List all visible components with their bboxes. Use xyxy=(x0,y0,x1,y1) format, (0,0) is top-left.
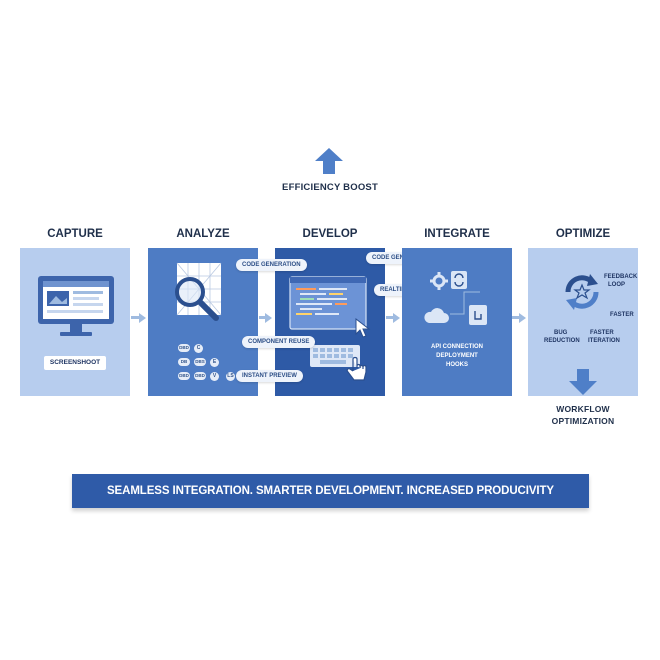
pill-component-reuse: COMPONENT REUSE xyxy=(242,336,316,348)
optimize-label-reduction: REDUCTION xyxy=(544,338,580,344)
tagline-banner: SEAMLESS INTEGRATION. SMARTER DEVELOPMEN… xyxy=(72,474,589,508)
chip-5: DBD xyxy=(194,372,206,380)
chip-dot-3: V xyxy=(210,371,219,381)
optimize-label-feedback: FEEDBACK xyxy=(604,274,638,280)
stage-title-integrate: INTEGRATE xyxy=(424,228,490,240)
chip-3: DBS xyxy=(194,358,206,366)
cycle-icon xyxy=(560,270,604,319)
magnifier-icon xyxy=(172,274,222,329)
cloud-icon xyxy=(422,306,450,329)
stage-title-capture: CAPTURE xyxy=(47,228,103,240)
chip-4: DBD xyxy=(178,372,190,380)
integrate-line-2: DEPLOYMENT xyxy=(436,353,478,359)
down-arrow-icon xyxy=(568,368,598,401)
pill-instant-preview: INSTANT PREVIEW xyxy=(236,370,303,382)
optimize-label-faster-top: FASTER xyxy=(610,312,634,318)
gear-icon xyxy=(430,272,448,295)
screenshot-button[interactable]: SCREENSHOOT xyxy=(44,356,106,370)
pill-code-generation-left: CODE GENERATION xyxy=(236,259,307,271)
code-window-icon xyxy=(289,276,367,335)
optimize-label-loop: LOOP xyxy=(608,282,626,288)
workflow-label-line1: WORKFLOW xyxy=(556,404,610,414)
capture-panel: SCREENSHOOT xyxy=(20,248,130,396)
integrate-line-3: HOOKS xyxy=(445,362,468,368)
optimize-label-faster: FASTER xyxy=(590,330,614,336)
integrate-panel: API CONNECTION DEPLOYMENT HOOKS xyxy=(402,248,512,396)
efficiency-arrow-icon xyxy=(314,146,344,181)
integrate-line-1: API CONNECTION xyxy=(430,344,483,350)
chip-2: DB xyxy=(178,358,190,366)
efficiency-label: EFFICIENCY BOOST xyxy=(282,182,378,193)
stage-title-develop: DEVELOP xyxy=(302,228,358,240)
optimize-label-iteration: ITERATION xyxy=(588,338,620,344)
chip-dot-4: LS xyxy=(226,371,235,381)
chip-dot-1: C xyxy=(194,343,203,353)
keyboard-icon xyxy=(309,344,361,373)
connector-lines xyxy=(448,288,488,323)
sync-box-icon xyxy=(450,270,468,295)
workflow-label-line2: OPTIMIZATION xyxy=(551,416,615,426)
stage-title-optimize: OPTIMIZE xyxy=(555,228,611,240)
chip-1: DBD xyxy=(178,344,190,352)
device-icon xyxy=(468,304,488,331)
tagline-text: SEAMLESS INTEGRATION. SMARTER DEVELOPMEN… xyxy=(106,485,555,497)
stage-title-analyze: ANALYZE xyxy=(176,228,230,240)
cursor-icon xyxy=(355,317,371,343)
monitor-icon xyxy=(36,274,116,345)
hand-icon xyxy=(345,356,369,389)
chip-dot-2: E xyxy=(210,357,219,367)
optimize-label-bug: BUG xyxy=(554,330,568,336)
